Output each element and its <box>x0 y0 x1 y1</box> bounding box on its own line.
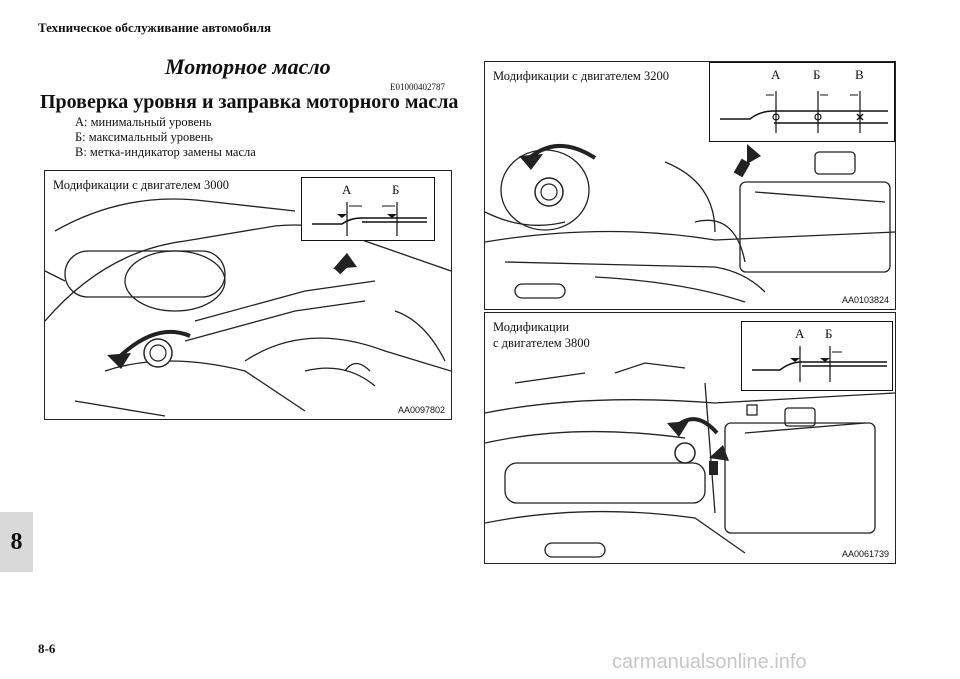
legend-item-c: В: метка-индикатор замены масла <box>75 145 256 159</box>
figure-engine-3200: Модификации с двигателем 3200 А Б В AA01… <box>484 61 896 310</box>
dipstick-inset-3000: А Б <box>301 177 435 241</box>
mark-b-label: Б <box>813 67 821 82</box>
dipstick-icon <box>752 346 887 382</box>
section-title: Моторное масло <box>165 54 331 79</box>
engine-3200-illustration <box>485 144 895 303</box>
dipstick-icon <box>720 91 888 133</box>
page-number: 8-6 <box>38 641 56 656</box>
subsection-title: Проверка уровня и заправка моторного мас… <box>40 91 459 113</box>
engine-3800-illustration <box>485 362 895 558</box>
figure-3200-label: Модификации с двигателем 3200 <box>491 68 671 84</box>
legend-item-a: А: минимальный уровень <box>75 115 212 129</box>
mark-a-label: А <box>771 67 781 82</box>
watermark: carmanualsonline.info <box>612 651 807 673</box>
dipstick-inset-3800: А Б <box>741 321 893 391</box>
figure-engine-3800: Модификации с двигателем 3800 А Б AA0061… <box>484 312 896 564</box>
figure-3000-label: Модификации с двигателем 3000 <box>51 177 231 193</box>
running-header: Техническое обслуживание автомобиля <box>38 20 272 35</box>
mark-b-label: Б <box>392 182 400 197</box>
chapter-tab: 8 <box>0 512 33 572</box>
section-code: E01000402787 <box>390 82 445 92</box>
figure-engine-3000: Модификации с двигателем 3000 А Б AA0097… <box>44 170 452 420</box>
figure-3800-label-line2: с двигателем 3800 <box>491 335 592 351</box>
mark-a-label: А <box>342 182 352 197</box>
figure-3800-label-line1: Модификации <box>491 319 572 335</box>
figure-3000-code: AA0097802 <box>397 405 445 415</box>
mark-c-label: В <box>855 67 864 82</box>
legend-item-b: Б: максимальный уровень <box>75 130 213 144</box>
dipstick-icon <box>312 202 427 236</box>
mark-b-label: Б <box>825 326 833 341</box>
dipstick-inset-3200: А Б В <box>709 62 895 142</box>
mark-a-label: А <box>795 326 805 341</box>
figure-3200-code: AA0103824 <box>841 295 889 305</box>
figure-3800-code: AA0061739 <box>841 549 889 559</box>
